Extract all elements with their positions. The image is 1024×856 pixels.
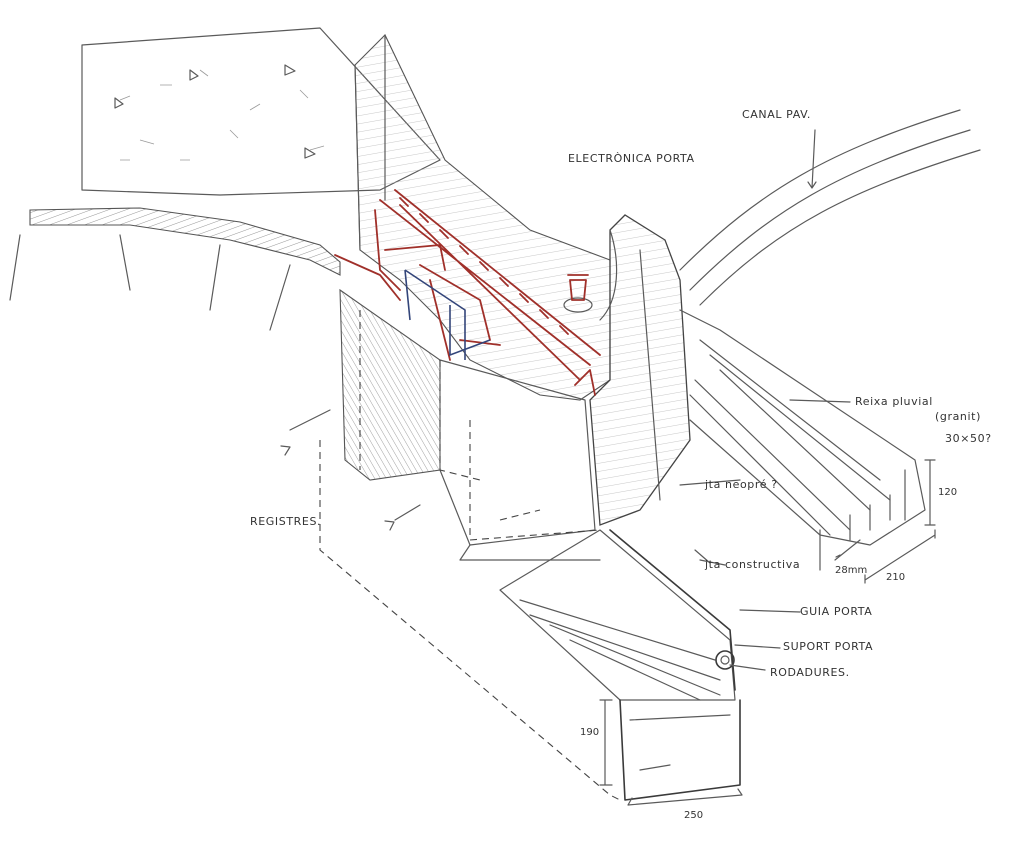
hatched-wall: [354, 34, 611, 401]
dim-210: 210: [886, 572, 905, 583]
label-reixa-2: (granit): [935, 410, 981, 423]
label-registres: REGISTRES.: [250, 515, 321, 528]
dim-28: 28mm: [835, 565, 867, 576]
label-guia: GUIA PORTA: [800, 605, 872, 618]
gate-pier: [589, 214, 691, 526]
door-motor: [563, 274, 593, 313]
rain-grate: [679, 309, 926, 571]
label-junta-neopre: jta neopré ?: [704, 478, 778, 491]
guide-rollers: [609, 529, 736, 691]
canal-pavement: [679, 109, 981, 306]
registres-dashed: [280, 310, 621, 801]
leader-lines: [679, 399, 851, 671]
label-electronica: ELECTRÒNICA PORTA: [568, 152, 695, 165]
dim-120: 120: [938, 487, 957, 498]
steel-beam-structure: [334, 189, 601, 396]
dim-250: 250: [684, 810, 703, 821]
dimension-lines: [599, 459, 936, 806]
wall-base-block: [339, 288, 601, 561]
curb-band: [9, 207, 341, 331]
dim-190: 190: [580, 727, 599, 738]
label-reixa-dim: 30×50?: [945, 432, 992, 445]
label-reixa-1: Reixa pluvial: [855, 395, 933, 408]
label-junta-constructiva: jta constructiva: [704, 558, 800, 571]
label-canal: CANAL PAV.: [742, 108, 811, 121]
label-rodadures: RODADURES.: [770, 666, 850, 679]
door-frame: [404, 269, 491, 360]
label-suport: SUPORT PORTA: [783, 640, 873, 653]
gate-channel: [499, 529, 741, 801]
